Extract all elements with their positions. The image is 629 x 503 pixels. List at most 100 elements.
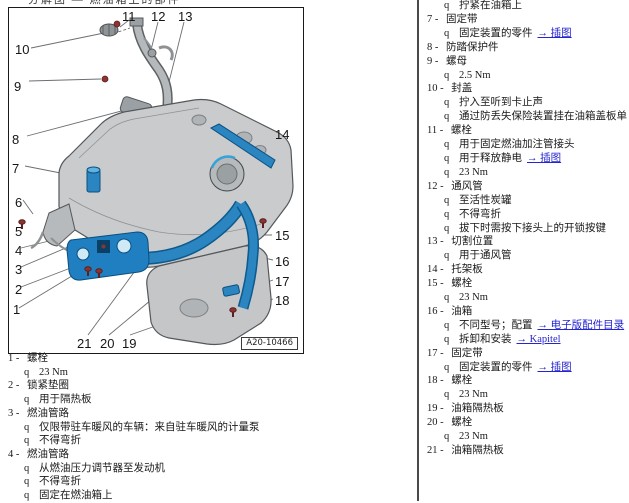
bullet-marker: q — [24, 421, 30, 433]
part-text: 封盖 — [451, 83, 473, 95]
callout-17: 17 — [275, 274, 289, 289]
part-text: 通过防丢失保险装置挂在油箱盖板单 — [459, 111, 627, 123]
callout-20: 20 — [100, 336, 114, 351]
part-text: 螺栓 — [451, 417, 473, 429]
part-item-21: 21 - 油箱隔热板 — [427, 444, 629, 458]
part-number: 1 - — [8, 353, 22, 364]
part-text: 通风管 — [451, 180, 483, 192]
callout-21: 21 — [77, 336, 91, 351]
xref-link[interactable]: → 插图 — [527, 152, 562, 164]
part-text: 2.5 Nm — [459, 69, 491, 81]
bullet-marker: q — [444, 250, 450, 262]
callout-9: 9 — [14, 79, 21, 94]
page-title-clipped: 分解图 — 燃油箱上的部件 — [28, 0, 181, 6]
part-text: 用于固定燃油加注管接头 — [459, 139, 575, 151]
part-text: 23 Nm — [39, 366, 68, 378]
bullet-marker: q — [444, 152, 450, 164]
callout-19: 19 — [122, 336, 136, 351]
part-text: 锁紧垫圈 — [27, 380, 69, 392]
bullet-marker: q — [444, 333, 450, 345]
part-text: 螺栓 — [451, 375, 473, 387]
xref-link[interactable]: → 插图 — [537, 361, 572, 373]
bullet-marker: q — [24, 462, 30, 474]
part-text: 固定装置的零件 — [459, 361, 533, 373]
part-item-9: 9 - 螺母 — [427, 55, 629, 69]
callout-7: 7 — [12, 161, 19, 176]
bullet-marker: q — [444, 208, 450, 220]
xref-link[interactable]: → 电子版配件目录 — [537, 319, 625, 331]
callout-5: 5 — [15, 224, 22, 239]
part-number: 12 - — [427, 180, 447, 192]
part-number: 13 - — [427, 236, 447, 248]
fuel-cap — [99, 23, 119, 37]
part-text: 拔下时需按下接头上的开锁按键 — [459, 222, 606, 234]
callout-18: 18 — [275, 293, 289, 308]
part-item-3: 3 - 燃油管路 — [8, 407, 414, 421]
part-number: 16 - — [427, 305, 447, 317]
part-note: q 拔下时需按下接头上的开锁按键 — [427, 222, 629, 236]
callout-15: 15 — [275, 228, 289, 243]
callout-3: 3 — [15, 262, 22, 277]
part-item-4: 4 - 燃油管路 — [8, 448, 414, 462]
bullet-marker: q — [444, 111, 450, 123]
part-text: 螺栓 — [450, 125, 472, 137]
part-number: 7 - — [427, 13, 441, 25]
part-number: 10 - — [427, 83, 447, 95]
part-text: 至活性炭罐 — [459, 194, 512, 206]
screw-markers — [18, 20, 267, 317]
part-text: 用于通风管 — [459, 250, 512, 262]
part-item-8: 8 - 防踏保护件 — [427, 41, 629, 55]
part-number: 21 - — [427, 445, 447, 456]
part-item-16: 16 - 油箱 — [427, 305, 629, 319]
bullet-marker: q — [444, 361, 450, 373]
part-text: 23 Nm — [459, 292, 488, 304]
part-number: 3 - — [8, 407, 22, 419]
callout-12: 12 — [151, 9, 165, 24]
part-text: 23 Nm — [459, 389, 488, 401]
part-text: 拧入至听到卡止声 — [459, 97, 543, 109]
part-item-10: 10 - 封盖 — [427, 82, 629, 96]
bullet-marker: q — [444, 0, 450, 11]
bullet-marker: q — [444, 319, 450, 331]
callout-4: 4 — [15, 243, 22, 258]
part-number: 15 - — [427, 278, 447, 290]
part-number: 20 - — [427, 417, 447, 429]
part-text: 23 Nm — [459, 431, 488, 443]
part-note: q 用于通风管 — [427, 249, 629, 263]
bullet-marker: q — [444, 222, 450, 234]
xref-link[interactable]: → 插图 — [537, 27, 572, 39]
part-item-19: 19 - 油箱隔热板 — [427, 402, 629, 416]
part-note: q 固定装置的零件 → 插图 — [427, 361, 629, 375]
callout-11: 11 — [122, 9, 136, 24]
part-text: 固定在燃油箱上 — [39, 490, 113, 502]
part-text: 23 Nm — [459, 166, 488, 178]
part-text: 螺栓 — [451, 278, 473, 290]
bullet-marker: q — [444, 69, 450, 81]
callout-6: 6 — [15, 195, 22, 210]
part-item-15: 15 - 螺栓 — [427, 277, 629, 291]
xref-link[interactable]: → Kapitel — [516, 333, 561, 345]
callout-13: 13 — [178, 9, 192, 24]
part-item-14: 14 - 托架板 — [427, 263, 629, 277]
callout-16: 16 — [275, 254, 289, 269]
part-text: 用于释放静电 — [459, 152, 522, 164]
part-item-13: 13 - 切割位置 — [427, 235, 629, 249]
part-item-18: 18 - 螺栓 — [427, 374, 629, 388]
part-item-2: 2 - 锁紧垫圈 — [8, 379, 414, 393]
part-text: 不得弯折 — [39, 435, 81, 447]
part-item-1: 1 - 螺栓 — [8, 352, 414, 366]
